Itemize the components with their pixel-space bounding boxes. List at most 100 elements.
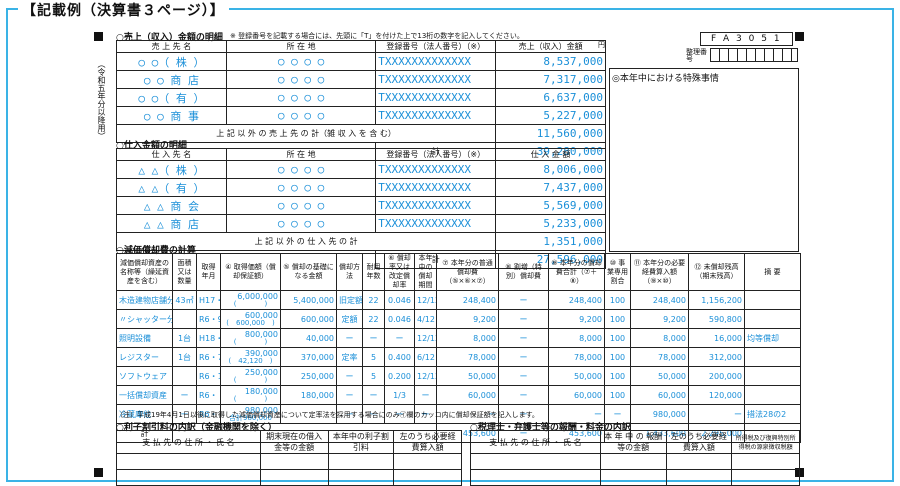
- depreciation-cell-normal: 8,000: [436, 328, 499, 348]
- depreciation-cell-ratio: 100: [604, 290, 631, 310]
- depreciation-cell-ratio: 100: [604, 309, 631, 329]
- registration-note: ※ 登録番号を記載する場合には、先頭に「T」を付けた上で13桁の数字を記入してく…: [230, 32, 524, 40]
- depreciation-cell-sum: 50,000: [548, 366, 605, 386]
- tax-fee-table: 支 払 先 の 住 所 ・ 氏 名 本 年 中 の 報酬等の金額 左のうち必要経…: [470, 430, 800, 486]
- depreciation-cell-sum: 248,400: [548, 290, 605, 310]
- depreciation-cell-exp: 248,400: [630, 290, 689, 310]
- depreciation-cell-exp: 50,000: [630, 366, 689, 386]
- depreciation-cell-rem: 1,156,200: [688, 290, 745, 310]
- depreciation-cell-period: 12/12: [414, 328, 437, 348]
- page-title: 【記載例（決算書３ページ）】: [18, 0, 229, 20]
- guarantee-amount: ( ): [233, 338, 268, 346]
- col-header: 仕 入 金 額: [495, 148, 606, 161]
- depreciation-section-label: ○減価償却費の計算: [116, 246, 196, 256]
- depreciation-cell-life: ー: [362, 328, 385, 348]
- depreciation-cell-method: ー: [336, 385, 363, 405]
- table-row[interactable]: [116, 469, 462, 486]
- col-header: 登録番号（法人番号）（※）: [375, 148, 497, 161]
- depreciation-cell-note: [744, 347, 801, 367]
- depreciation-cell-rem: 312,000: [688, 347, 745, 367]
- depreciation-cell-base: 180,000: [280, 385, 337, 405]
- depreciation-cell-qty: 1台: [172, 347, 197, 367]
- corner-mark-icon: [795, 32, 804, 41]
- depreciation-cell-date: H18・1: [196, 328, 221, 348]
- guarantee-amount: ( ): [233, 300, 268, 308]
- guarantee-amount: ( 600,000 ): [226, 319, 275, 327]
- depreciation-cell-note: [744, 290, 801, 310]
- depreciation-cell-qty: ー: [172, 385, 197, 405]
- purchase-table: 仕 入 先 名 所 在 地 登録番号（法人番号）（※） 仕 入 金 額 △ △（…: [115, 148, 606, 269]
- depreciation-cell-note: [744, 309, 801, 329]
- corner-mark-icon: [795, 468, 804, 477]
- acquisition-cost-cell: 6,000,000( ): [220, 290, 281, 310]
- depreciation-cell-life: 5: [362, 347, 385, 367]
- acquisition-cost-cell: 180,000( ): [220, 385, 281, 405]
- col-header: 仕 入 先 名: [116, 148, 227, 161]
- depreciation-cell-note: 措法28の2: [744, 404, 801, 424]
- depreciation-cell-ratio: 100: [604, 366, 631, 386]
- guarantee-amount: ( ): [233, 376, 268, 384]
- depreciation-cell-name: ソフトウェア: [116, 366, 173, 386]
- depreciation-cell-note: [744, 385, 801, 405]
- depreciation-cell-ratio: 100: [604, 385, 631, 405]
- depreciation-cell-sum: 9,200: [548, 309, 605, 329]
- special-circumstances-box[interactable]: ◎本年中における特殊事情: [609, 68, 799, 252]
- table-row[interactable]: [470, 453, 800, 470]
- corner-mark-icon: [94, 468, 103, 477]
- col-header: 売上（収入）金額: [495, 40, 606, 53]
- guarantee-amount: ( ): [233, 395, 268, 403]
- guarantee-amount: 合計980,000: [229, 414, 272, 422]
- table-row[interactable]: [116, 453, 462, 470]
- depreciation-cell-ratio: 100: [604, 347, 631, 367]
- col-header: 登録番号（法人番号）（※）: [375, 40, 497, 53]
- depreciation-cell-rate: 0.200: [384, 366, 415, 386]
- depreciation-cell-period: 12/12: [414, 290, 437, 310]
- depreciation-cell-period: 6/12: [414, 347, 437, 367]
- depreciation-cell-special: ー: [498, 366, 549, 386]
- depreciation-cell-special: ー: [498, 328, 549, 348]
- depreciation-cell-sum: 8,000: [548, 328, 605, 348]
- depreciation-cell-qty: [172, 309, 197, 329]
- depreciation-cell-exp: 980,000: [630, 404, 689, 424]
- table-row[interactable]: [470, 469, 800, 486]
- corner-mark-icon: [94, 32, 103, 41]
- depreciation-cell-exp: 60,000: [630, 385, 689, 405]
- acquisition-cost-cell: 250,000( ): [220, 366, 281, 386]
- depreciation-cell-base: 600,000: [280, 309, 337, 329]
- depreciation-cell-rate: 0.046: [384, 290, 415, 310]
- depreciation-cell-method: 定額: [336, 309, 363, 329]
- depreciation-cell-rate: ー: [384, 328, 415, 348]
- depreciation-cell-method: 定率: [336, 347, 363, 367]
- yen-unit: 円: [598, 41, 605, 49]
- form-id: F A 3 0 5 1: [700, 32, 793, 46]
- depreciation-cell-base: 370,000: [280, 347, 337, 367]
- depreciation-cell-special: ー: [498, 309, 549, 329]
- depreciation-cell-special: ー: [498, 347, 549, 367]
- col-header: 所 在 地: [225, 40, 377, 53]
- depreciation-cell-method: ー: [336, 328, 363, 348]
- special-circumstances-label: ◎本年中における特殊事情: [612, 74, 719, 84]
- depreciation-table: 減価償却資産の名称等（繰延資産を含む） 面積又は数量 取得年月 ④ 取得価額（償…: [116, 253, 801, 443]
- depreciation-cell-qty: 43㎡: [172, 290, 197, 310]
- depreciation-cell-rem: 120,000: [688, 385, 745, 405]
- depreciation-cell-period: 4/12: [414, 309, 437, 329]
- acquisition-cost-cell: 800,000( ): [220, 328, 281, 348]
- depreciation-cell-period: 12/12: [414, 366, 437, 386]
- depreciation-cell-date: R6・1: [196, 366, 221, 386]
- depreciation-cell-qty: [172, 366, 197, 386]
- depreciation-cell-exp: 9,200: [630, 309, 689, 329]
- depreciation-cell-qty: 1台: [172, 328, 197, 348]
- seiri-number-field[interactable]: [710, 48, 798, 62]
- depreciation-cell-life: 5: [362, 366, 385, 386]
- depreciation-cell-normal: 50,000: [436, 366, 499, 386]
